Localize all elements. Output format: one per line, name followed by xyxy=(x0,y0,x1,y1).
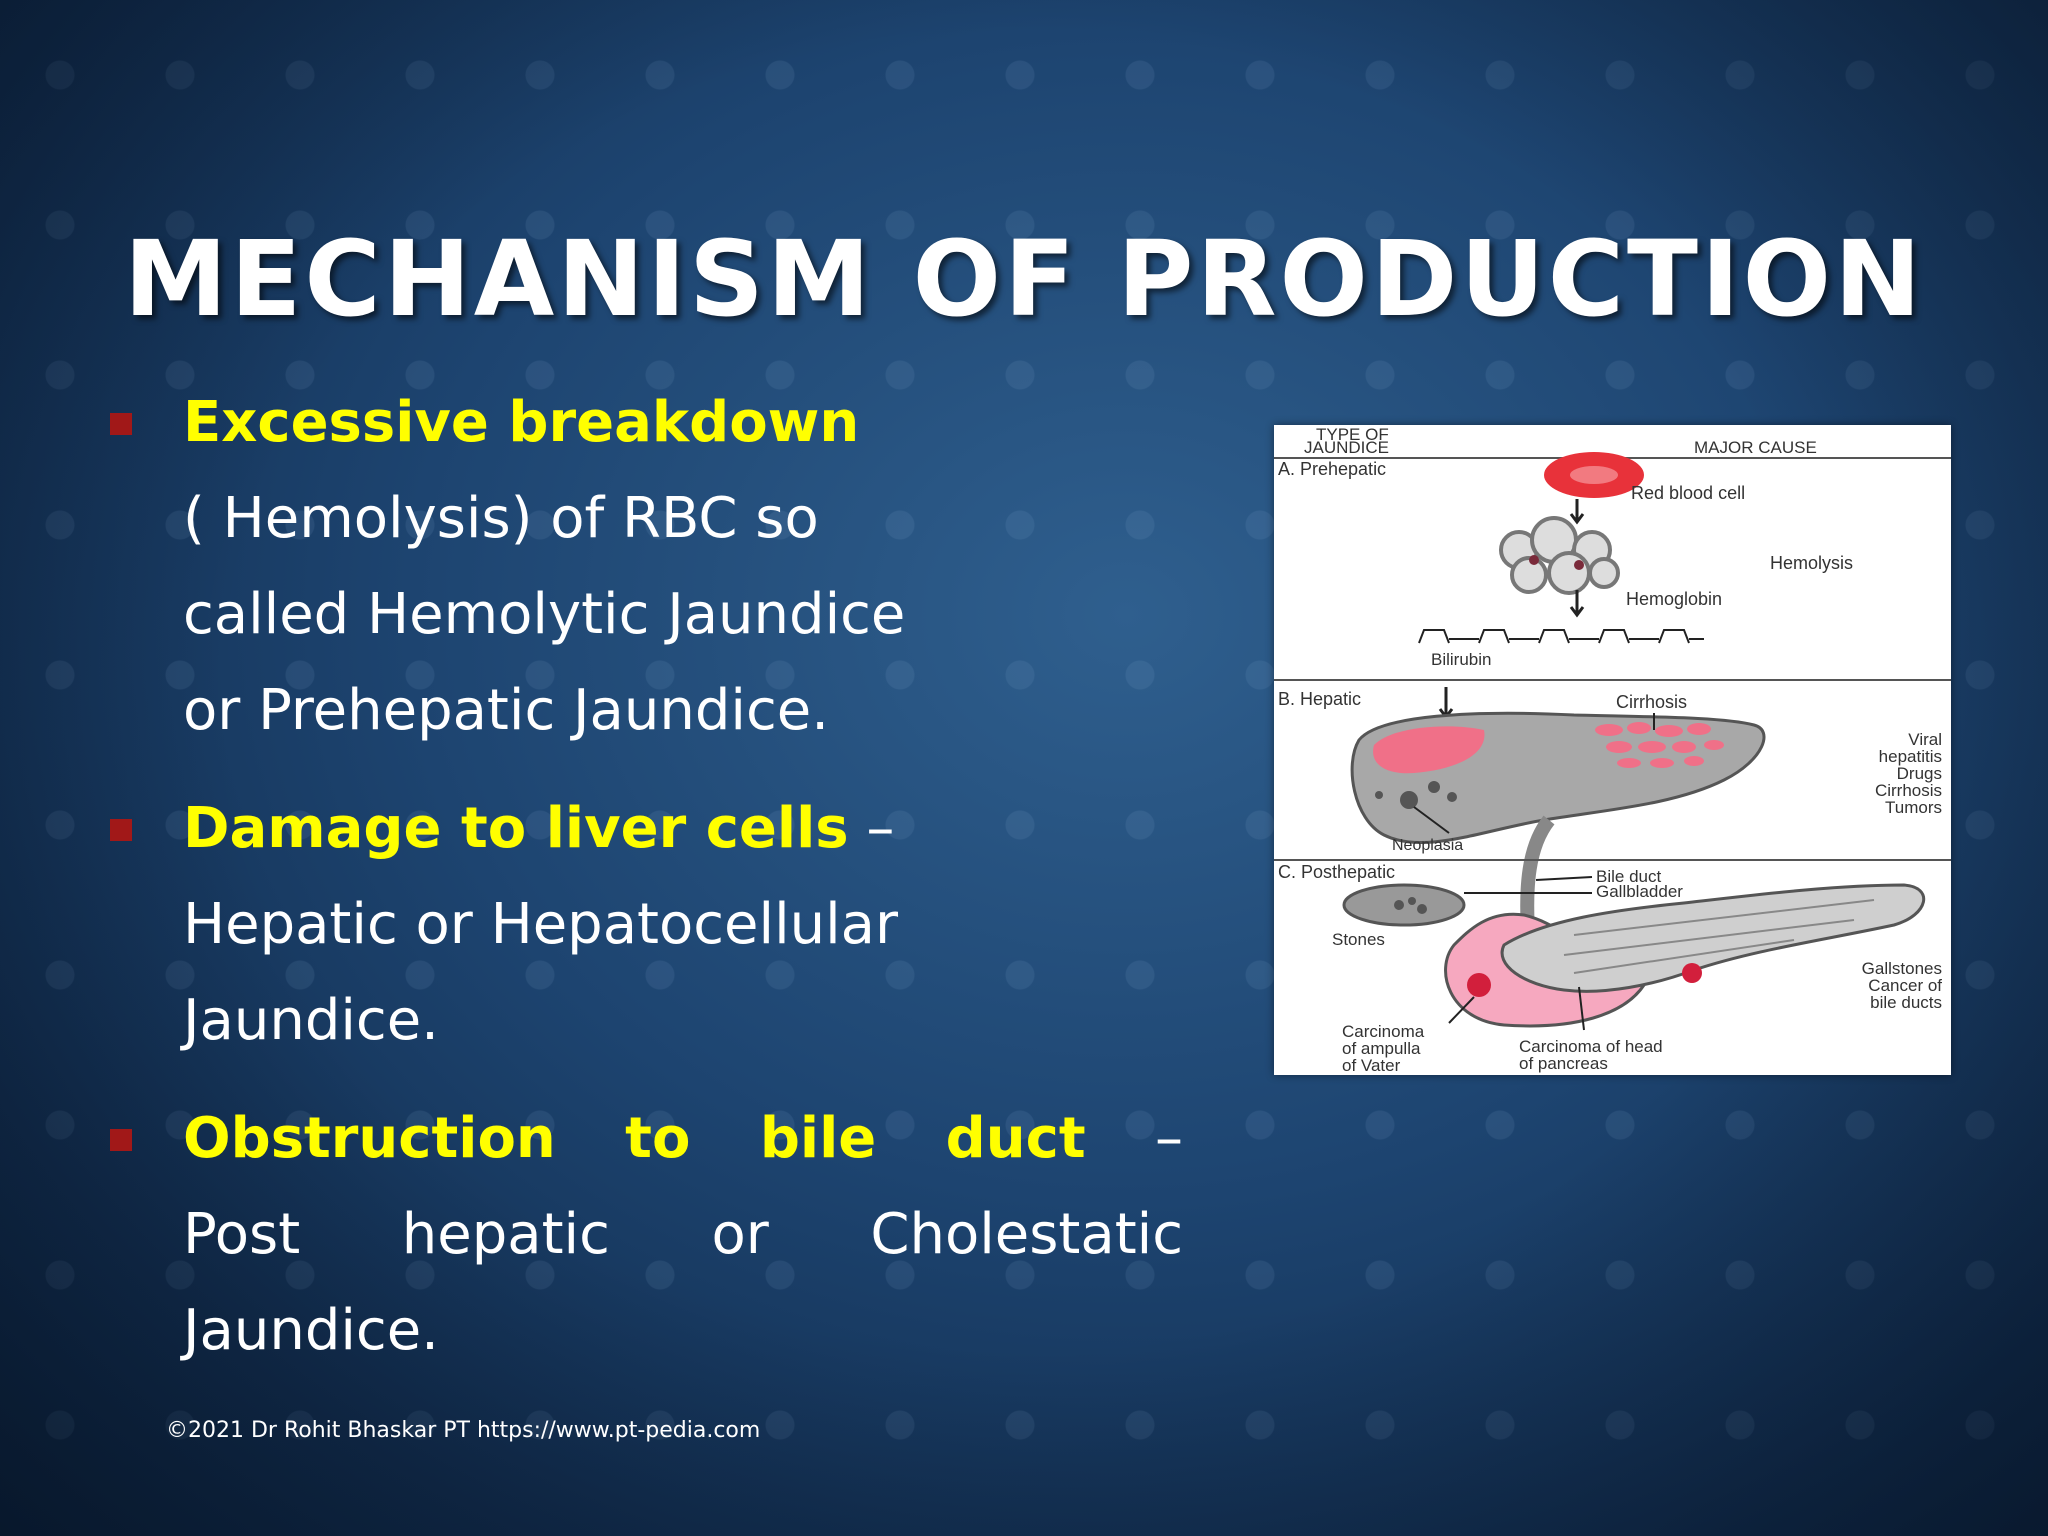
posthepatic-cause-1: Gallstones xyxy=(1862,959,1942,978)
bullet-heading-line: Excessive breakdown xyxy=(183,375,1110,471)
carcinoma-ampulla-line2: of ampulla xyxy=(1342,1039,1421,1058)
heading-word: bile xyxy=(759,1106,877,1171)
bullet-text-line: called Hemolytic Jaundice xyxy=(183,582,906,647)
ampulla-carcinoma-mark xyxy=(1467,973,1491,997)
bullet-text-line: Post hepatic or Cholestatic xyxy=(183,1187,1183,1283)
bullet-list: Excessive breakdown ( Hemolysis) of RBC … xyxy=(110,375,1183,1401)
slide-title: MECHANISM OF PRODUCTION xyxy=(123,218,1925,340)
bullet-heading: Damage to liver cells xyxy=(183,796,849,861)
cirrhosis-spots xyxy=(1595,722,1724,768)
hemoglobin-icon xyxy=(1499,516,1620,595)
bullet-marker xyxy=(110,819,132,841)
label-neoplasia: Neoplasia xyxy=(1392,837,1463,854)
bullet-hemolytic: Excessive breakdown ( Hemolysis) of RBC … xyxy=(110,375,1110,759)
label-bilirubin: Bilirubin xyxy=(1431,650,1491,669)
bullet-marker xyxy=(110,1129,132,1151)
label-red-blood-cell: Red blood cell xyxy=(1631,483,1745,503)
bullet-text-line: or Prehepatic Jaundice. xyxy=(183,678,829,743)
section-a-label: A. Prehepatic xyxy=(1278,459,1386,479)
bullet-dash: – xyxy=(848,796,895,861)
arrow-down-icon xyxy=(1569,590,1585,618)
carcinoma-pancreas-line1: Carcinoma of head xyxy=(1519,1037,1663,1056)
bullet-dash: – xyxy=(1154,1106,1183,1171)
label-cirrhosis: Cirrhosis xyxy=(1616,692,1687,712)
bullet-posthepatic: Obstruction to bile duct – Post hepatic … xyxy=(110,1091,1183,1379)
heading-word: duct xyxy=(945,1106,1086,1171)
bullet-heading-line: Damage to liver cells – xyxy=(183,781,1110,877)
bullet-text-line: Hepatic or Hepatocellular xyxy=(183,892,899,957)
bullet-marker xyxy=(110,413,132,435)
header-cause: MAJOR CAUSE xyxy=(1694,438,1817,457)
carcinoma-ampulla-line1: Carcinoma xyxy=(1342,1022,1425,1041)
carcinoma-ampulla-line3: of Vater xyxy=(1342,1056,1401,1075)
text-word: hepatic xyxy=(401,1202,610,1267)
posthepatic-cause-3: bile ducts xyxy=(1870,993,1942,1012)
text-word: Cholestatic xyxy=(870,1202,1183,1267)
header-type-line1: TYPE OF xyxy=(1316,425,1389,444)
ampulla-pointer xyxy=(1448,996,1475,1024)
posthepatic-cause-2: Cancer of xyxy=(1868,976,1942,995)
bile-duct-cancer-mark xyxy=(1682,963,1702,983)
header-type-line2: JAUNDICE xyxy=(1304,438,1389,457)
section-c-label: C. Posthepatic xyxy=(1278,862,1395,882)
carcinoma-pancreas-line2: of pancreas xyxy=(1519,1054,1608,1073)
label-gallbladder: Gallbladder xyxy=(1596,882,1683,901)
liver-pink-region xyxy=(1373,726,1485,774)
text-word: Post xyxy=(183,1202,301,1267)
arrow-down-icon xyxy=(1438,687,1454,720)
arrow-down-icon xyxy=(1569,499,1585,525)
bile-duct-pointer xyxy=(1535,876,1593,881)
bullet-text-line: Jaundice. xyxy=(183,988,439,1053)
label-bile-duct: Bile duct xyxy=(1596,867,1661,886)
pancreas-head-pointer xyxy=(1578,986,1585,1031)
bullet-heading: Excessive breakdown xyxy=(183,390,860,455)
hepatic-cause-4: Cirrhosis xyxy=(1875,781,1942,800)
hepatic-cause-5: Tumors xyxy=(1885,798,1942,817)
label-hemoglobin: Hemoglobin xyxy=(1626,589,1722,609)
bullet-hepatic: Damage to liver cells – Hepatic or Hepat… xyxy=(110,781,1110,1069)
pancreas-texture xyxy=(1563,899,1875,974)
bullet-heading-line: Obstruction to bile duct – xyxy=(183,1091,1183,1187)
bullet-text-line: ( Hemolysis) of RBC so xyxy=(183,486,819,551)
red-blood-cell-center xyxy=(1570,466,1618,484)
hepatic-cause-2: hepatitis xyxy=(1879,747,1942,766)
hepatic-cause-1: Viral xyxy=(1908,730,1942,749)
section-b-label: B. Hepatic xyxy=(1278,689,1361,709)
heading-word: Obstruction xyxy=(183,1106,556,1171)
copyright-footer: ©2021 Dr Rohit Bhaskar PT https://www.pt… xyxy=(166,1418,761,1443)
neoplasia-pointer xyxy=(1413,806,1450,834)
label-stones: Stones xyxy=(1332,930,1385,949)
text-word: or xyxy=(711,1202,769,1267)
bullet-text-line: Jaundice. xyxy=(183,1298,439,1363)
jaundice-diagram: TYPE OF JAUNDICE MAJOR CAUSE A. Prehepat… xyxy=(1274,425,1951,1075)
bilirubin-structure-icon xyxy=(1418,629,1704,644)
label-hemolysis: Hemolysis xyxy=(1770,553,1853,573)
pancreas-icon xyxy=(1500,883,1926,993)
gallstones-icon xyxy=(1394,897,1427,914)
heading-word: to xyxy=(625,1106,691,1171)
neoplasia-spots xyxy=(1375,781,1457,809)
hepatic-cause-3: Drugs xyxy=(1897,764,1942,783)
